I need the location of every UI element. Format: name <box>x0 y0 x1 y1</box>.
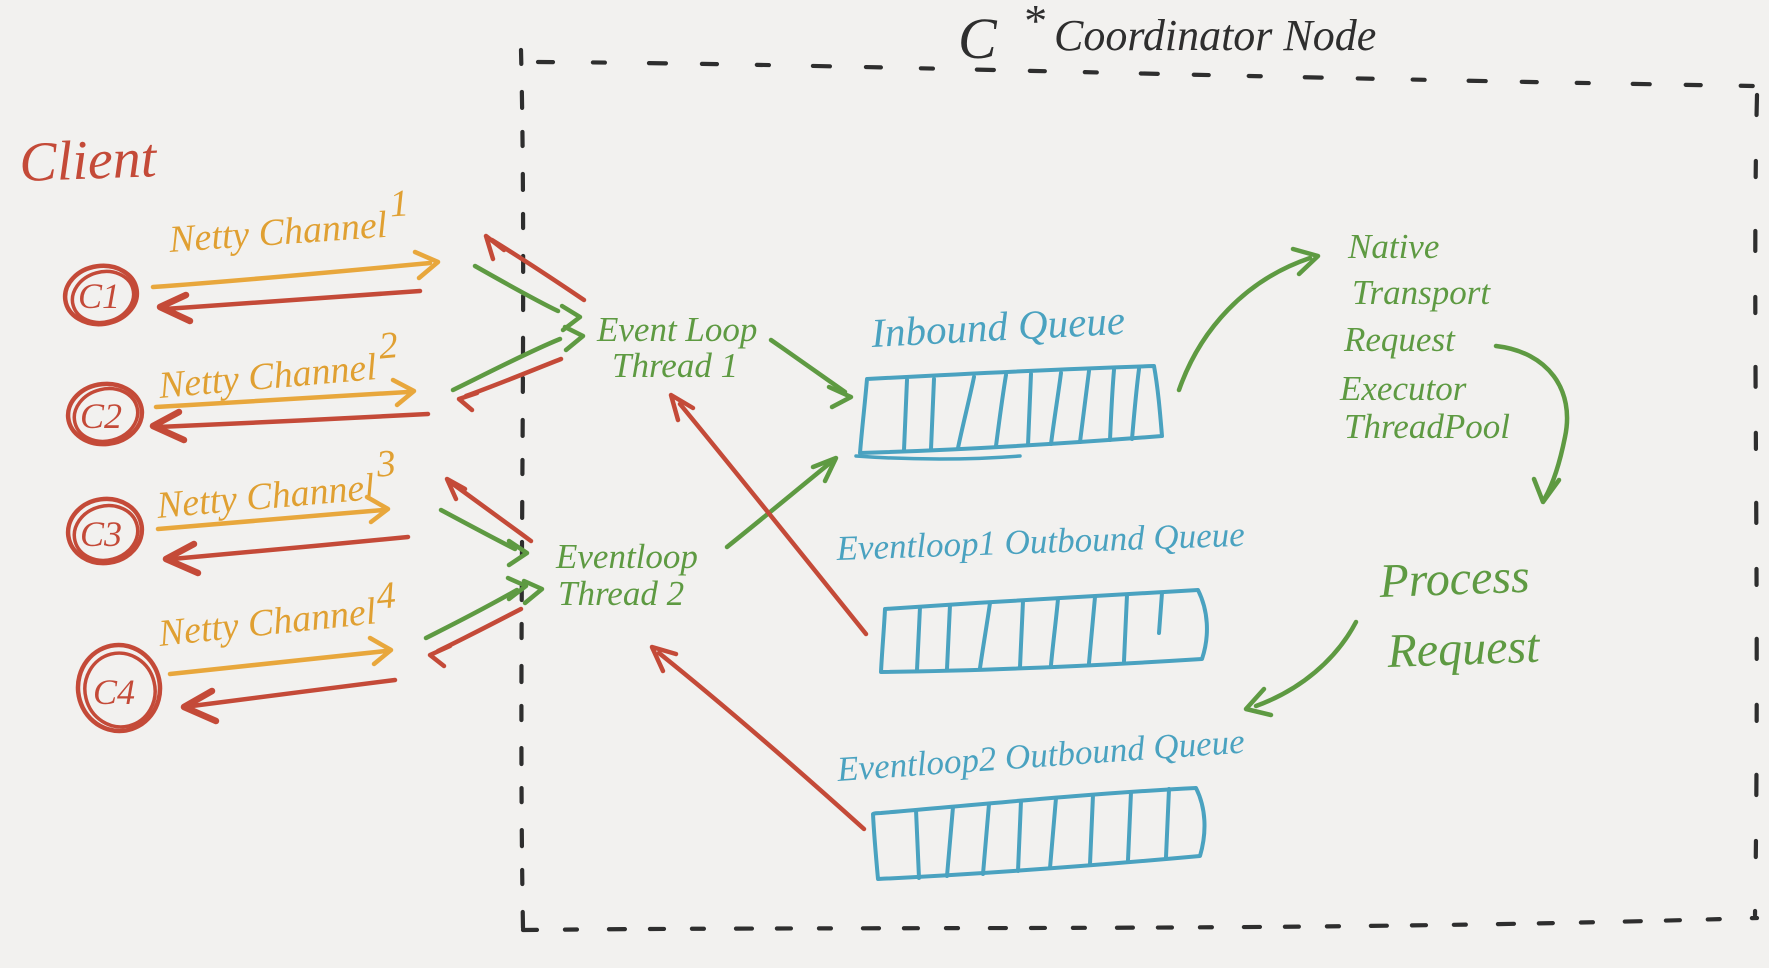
request-arrow-4 <box>167 648 389 677</box>
response-arrow-4-head <box>180 687 220 725</box>
response-arrow-2 <box>155 411 431 430</box>
request-arrow-2 <box>153 389 411 410</box>
el1-line2: Thread 1 <box>612 346 738 385</box>
process-to-outbound-arrow <box>1253 619 1359 709</box>
el1-line1: Event Loop <box>596 310 757 349</box>
title-star: * <box>1022 0 1045 46</box>
el1-out-arrow-up-head <box>483 233 507 262</box>
request-arrow-3-head <box>364 494 391 525</box>
netty-channel-1-label: Netty Channel1 <box>165 182 411 261</box>
title-rest: Coordinator Node <box>1054 11 1376 60</box>
el2-out-arrow-down-head <box>427 643 453 669</box>
executor-to-process-arrow <box>1493 343 1570 501</box>
outbound1-to-el1-arrow-head <box>668 392 696 423</box>
el2-out-arrow-up-head <box>444 476 468 502</box>
outbound2-to-el2-arrow-head <box>649 644 679 674</box>
executor-pool-label: Native Transport Request Executor Thread… <box>1339 227 1510 446</box>
border-left <box>518 47 526 931</box>
el2-in-arrow-upper <box>438 507 518 552</box>
outbound-queue-2-drawing <box>871 786 1207 881</box>
el1-in-arrow-lower <box>450 336 563 393</box>
response-arrow-3-head <box>162 540 202 577</box>
client-label: Client <box>18 127 158 194</box>
eventloop2-connectors <box>423 476 545 669</box>
executor-line-transport: Transport <box>1352 273 1491 312</box>
client-node-c4: C4 <box>75 642 163 734</box>
el2-in-arrow-lower-head2 <box>521 578 545 606</box>
executor-to-process-arrow-head <box>1531 476 1562 505</box>
green-flow-arrows <box>724 246 1570 718</box>
inbound-to-executor-arrow <box>1176 255 1313 393</box>
response-arrow-1-head <box>156 291 194 325</box>
response-arrow-3 <box>169 534 411 562</box>
el1-in-arrow-upper <box>472 263 561 314</box>
executor-line-request: Request <box>1343 320 1456 359</box>
inbound-queue-drawing <box>854 364 1164 461</box>
request-arrow-2-head <box>390 377 417 408</box>
process-to-outbound-arrow-head <box>1243 686 1274 718</box>
eventloop-thread-1-label: Event Loop Thread 1 <box>596 310 757 385</box>
client-node-label: C4 <box>93 672 135 712</box>
border-right <box>1752 92 1760 918</box>
client-nodes: C1 C2 C3 C4 <box>62 263 163 734</box>
executor-line-executor: Executor <box>1339 369 1467 408</box>
process-line2: Request <box>1386 620 1542 678</box>
el2-to-inbound-arrow-head <box>810 455 839 484</box>
inbound-to-executor-arrow-head <box>1290 246 1321 277</box>
outbound-queue-1-drawing <box>879 588 1209 674</box>
el1-in-arrow-upper-head <box>559 303 583 333</box>
client-node-label: C3 <box>80 514 122 554</box>
outbound-queue-2: Eventloop2 Outbound Queue <box>835 722 1246 881</box>
request-arrow-1 <box>150 260 433 290</box>
coordinator-box-border <box>518 47 1760 933</box>
request-arrow-3 <box>155 507 386 532</box>
outbound-queue-1: Eventloop1 Outbound Queue <box>835 515 1245 674</box>
red-flow-arrows <box>649 392 869 832</box>
client-node-label: C2 <box>80 396 122 436</box>
outbound-queue-2-label: Eventloop2 Outbound Queue <box>835 722 1246 789</box>
response-arrow-2-head <box>149 408 188 444</box>
el2-out-arrow-up <box>450 481 534 544</box>
request-arrow-1-head <box>412 249 441 281</box>
eventloop-thread-2-label: Eventloop Thread 2 <box>555 537 698 613</box>
outbound-queue-1-label: Eventloop1 Outbound Queue <box>835 515 1245 568</box>
el1-to-inbound-arrow <box>768 337 848 395</box>
outbound1-to-el1-arrow <box>677 401 869 637</box>
request-arrow-4-head <box>367 635 394 667</box>
el2-in-arrow-upper-head <box>506 538 530 568</box>
el1-to-inbound-arrow-head <box>826 384 854 410</box>
el2-line1: Eventloop <box>555 537 698 576</box>
title-c: C <box>958 6 998 71</box>
outbound2-to-el2-arrow <box>656 650 867 832</box>
border-bottom <box>520 915 1760 933</box>
el2-in-arrow-lower <box>423 587 520 641</box>
inbound-queue: Inbound Queue <box>854 297 1164 461</box>
client-node-c3: C3 <box>65 496 145 566</box>
client-node-label: C1 <box>78 276 120 316</box>
el1-in-arrow-lower-head <box>562 324 586 353</box>
eventloop1-connectors <box>450 233 587 413</box>
el2-in-arrow-lower-head <box>505 575 529 602</box>
client-node-c2: C2 <box>65 381 145 447</box>
channel-request-arrows <box>150 249 441 677</box>
executor-line-threadpool: ThreadPool <box>1344 407 1510 446</box>
el1-out-arrow-down-head <box>456 390 480 413</box>
netty-channel-3-label: Netty Channel3 <box>152 442 399 527</box>
netty-channel-4-label: Netty Channel4 <box>154 574 399 655</box>
channel-response-arrows <box>149 288 431 725</box>
response-arrow-4 <box>189 677 398 709</box>
client-node-c1: C1 <box>62 263 140 327</box>
coordinator-title: C * Coordinator Node <box>958 0 1376 71</box>
process-request-label: Process Request <box>1378 550 1542 678</box>
response-arrow-1 <box>162 288 423 312</box>
inbound-queue-label: Inbound Queue <box>869 297 1126 356</box>
el2-line2: Thread 2 <box>558 574 684 613</box>
process-line1: Process <box>1378 550 1531 608</box>
el2-to-inbound-arrow <box>724 460 833 550</box>
executor-line-native: Native <box>1347 227 1439 266</box>
border-top <box>535 59 1757 89</box>
